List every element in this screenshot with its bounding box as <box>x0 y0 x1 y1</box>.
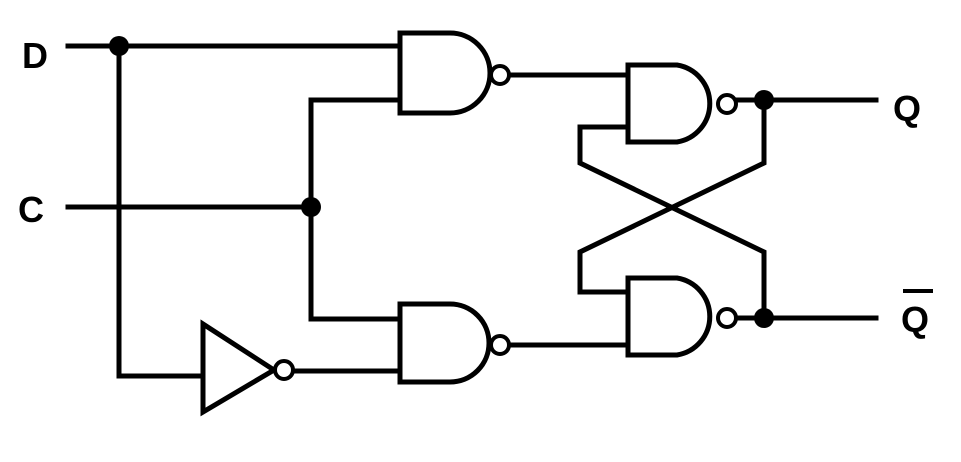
nand-gate-4 <box>625 275 738 358</box>
output-label-q-bar: Q <box>901 299 929 340</box>
input-label-d: D <box>22 35 48 76</box>
not-gate-bubble <box>273 359 295 381</box>
junctions <box>109 36 774 328</box>
nand-gate-3 <box>625 62 738 145</box>
nand-gate-1-bubble <box>489 64 511 86</box>
nand-gate-2-bubble <box>489 334 511 356</box>
junction-dot-c <box>301 197 321 217</box>
input-label-c: C <box>18 189 44 230</box>
junction-dot-q <box>754 90 774 110</box>
wire-c-to-nand1 <box>308 97 403 210</box>
nand-gate-4-bubble <box>716 307 738 329</box>
wire-d-to-inverter <box>116 43 206 379</box>
wire-q-bar-feedback <box>577 124 767 321</box>
nand-gate-2 <box>397 301 511 385</box>
nand-gate-3-bubble <box>716 93 738 115</box>
nand-gate-1 <box>397 30 511 116</box>
not-gate <box>200 319 295 417</box>
junction-dot-q-bar <box>754 308 774 328</box>
wire-c-to-nand2 <box>308 204 403 322</box>
wire-q-feedback <box>577 97 767 295</box>
junction-dot-d <box>109 36 129 56</box>
output-label-q: Q <box>893 88 921 129</box>
